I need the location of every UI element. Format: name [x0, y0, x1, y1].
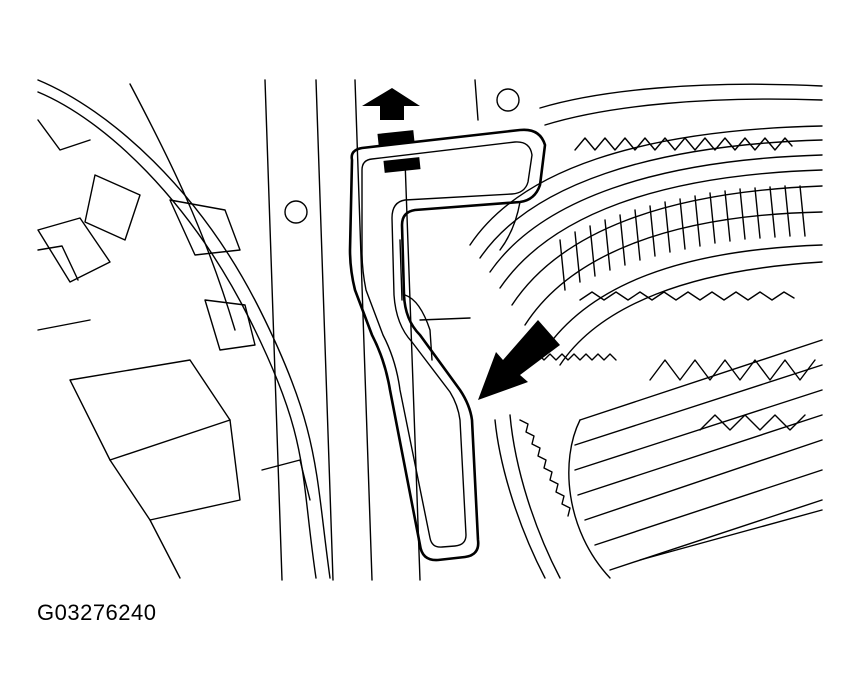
spline-teeth — [559, 185, 806, 291]
output-shaft-splines — [568, 339, 823, 579]
release-point-arrow-icon — [478, 320, 560, 400]
technical-illustration — [37, 79, 823, 581]
retaining-clip — [348, 128, 547, 562]
clutch-drum — [469, 83, 823, 579]
removal-direction-arrow-icon — [362, 88, 421, 173]
figure-id-label: G03276240 — [37, 600, 157, 625]
housing-face-right — [354, 79, 520, 581]
transmission-case-left — [37, 79, 334, 581]
